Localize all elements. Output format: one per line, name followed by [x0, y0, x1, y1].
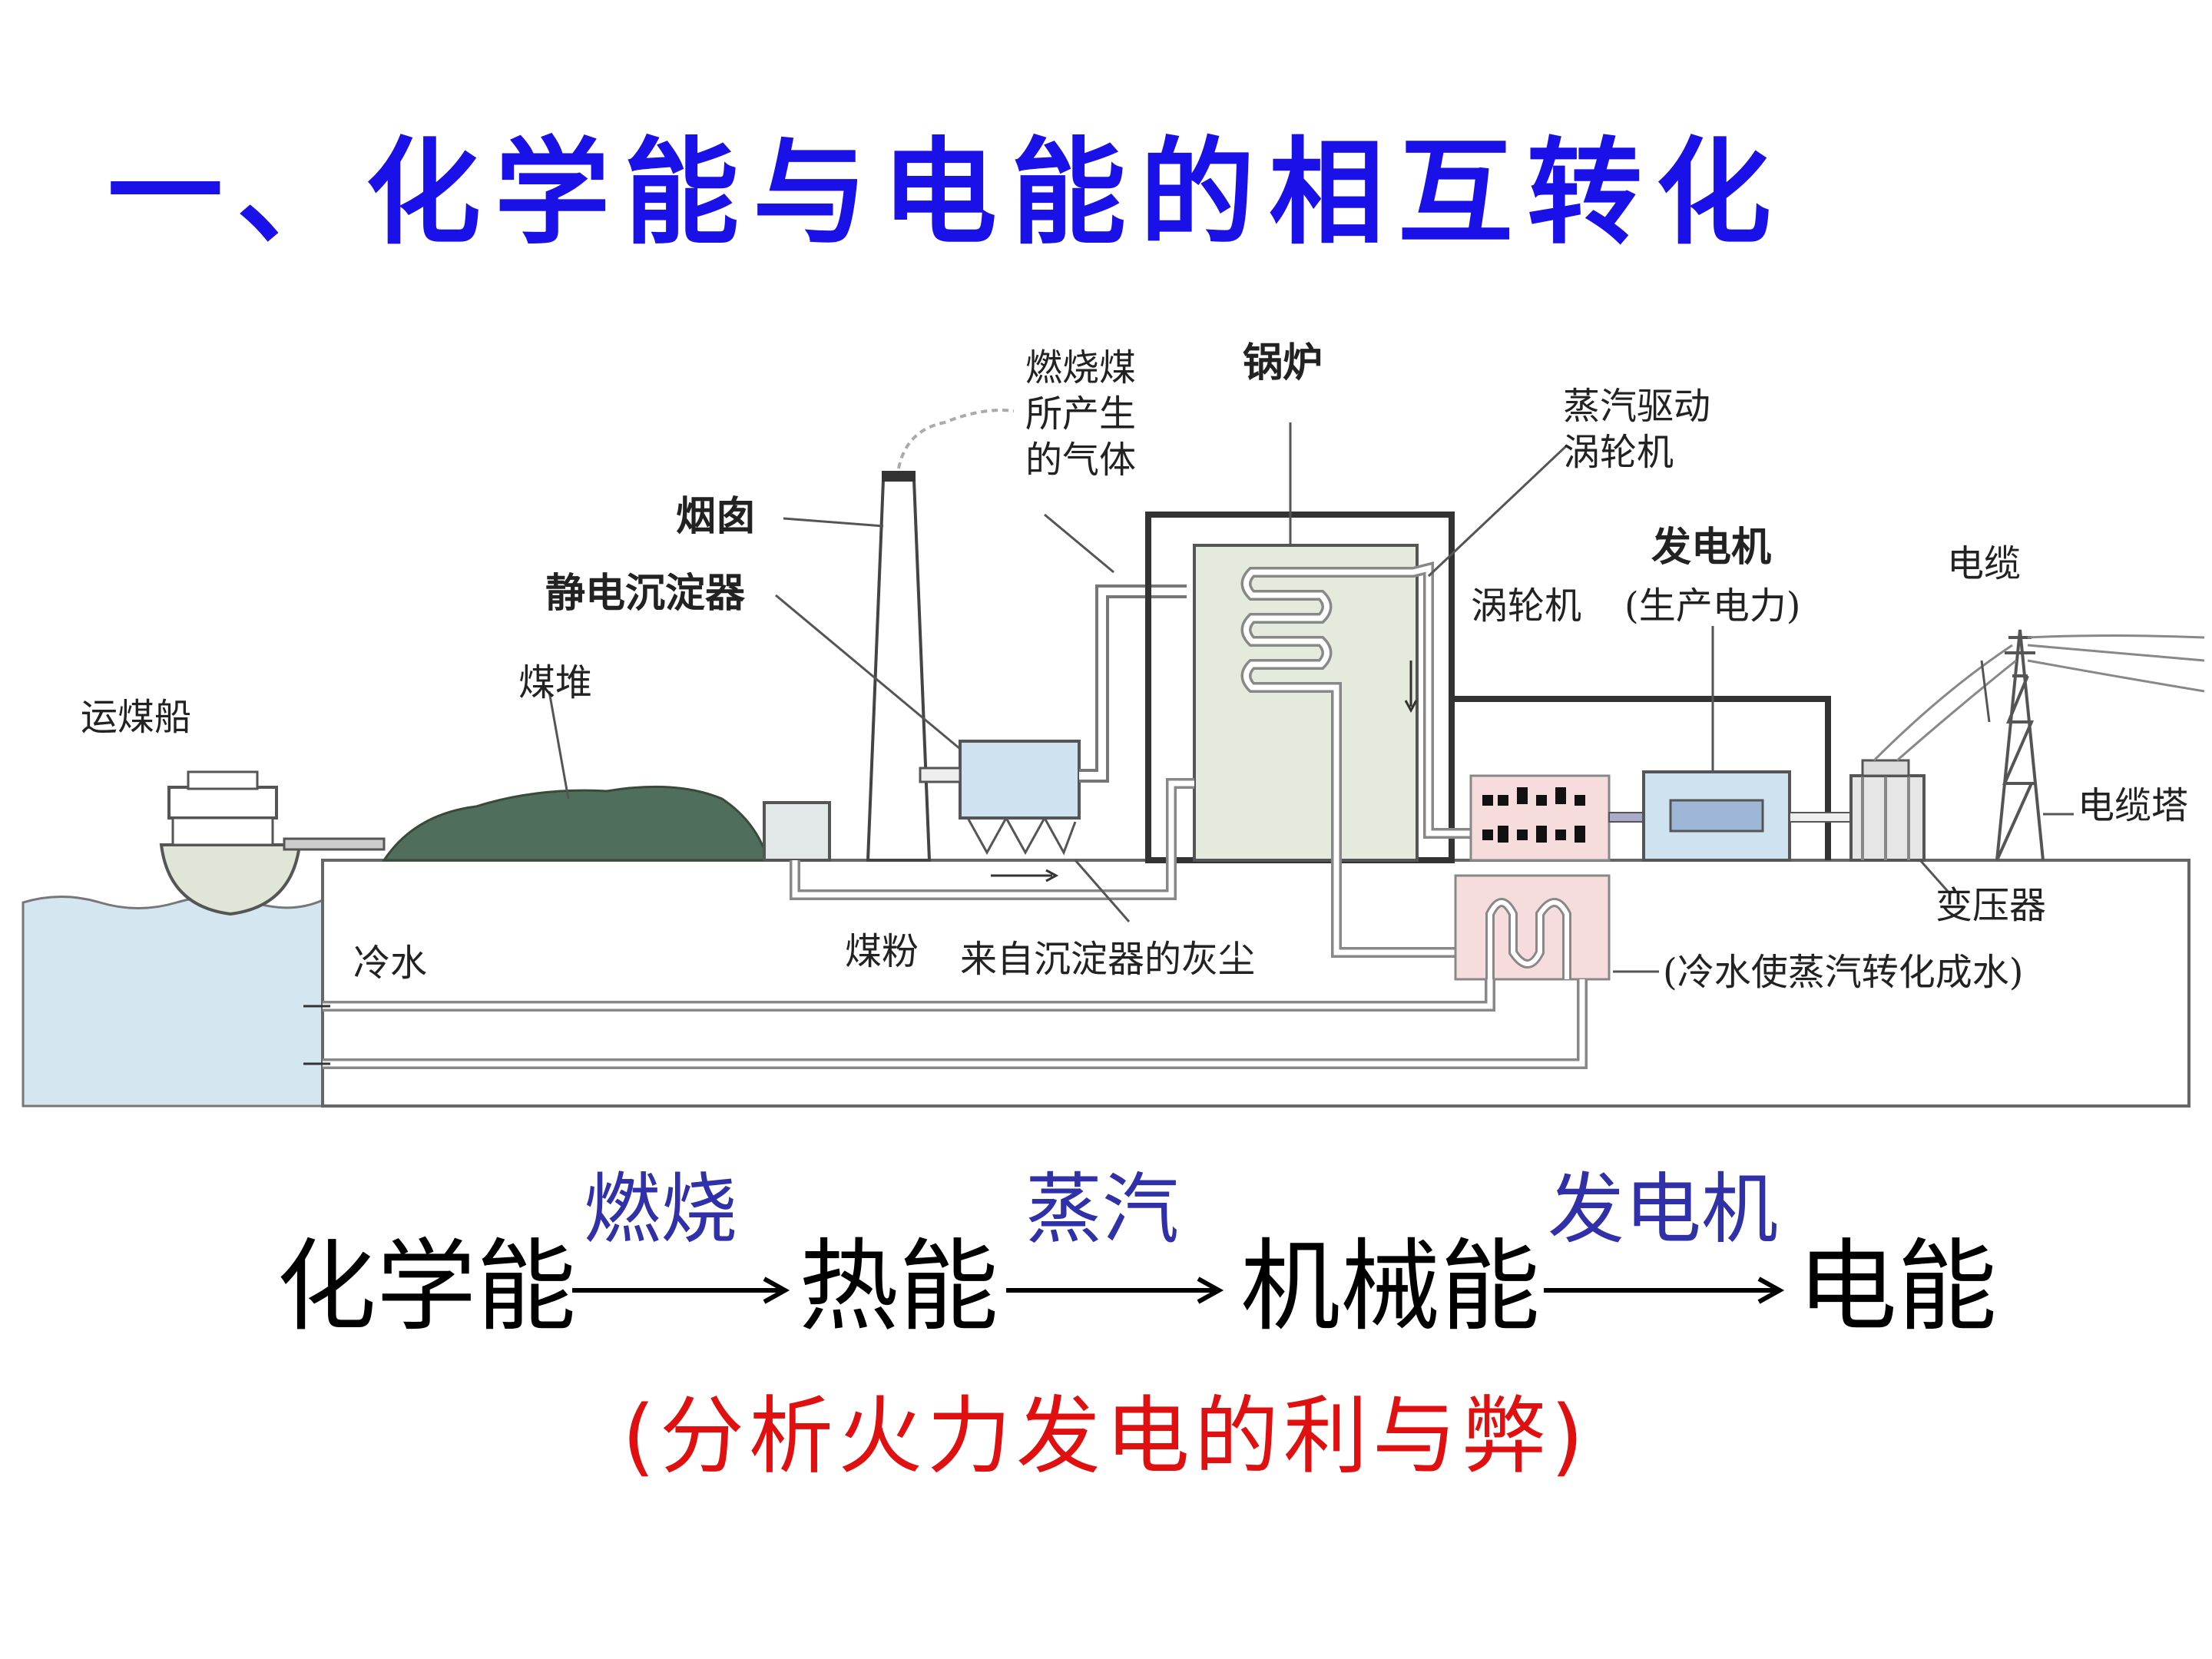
coal-ship	[159, 770, 386, 916]
label-cold-water: 冷水	[353, 942, 427, 985]
process-generator: 发电机	[1548, 1164, 1778, 1254]
precipitator-unit	[959, 740, 1081, 820]
page-title: 一、化学能与电能的相互转化	[108, 127, 1786, 260]
coal-hopper	[763, 801, 831, 862]
stage-chemical-energy: 化学能	[276, 1228, 577, 1345]
arrow-2	[1006, 1277, 1224, 1304]
arrow-1	[572, 1277, 790, 1304]
label-ship: 运煤船	[81, 696, 191, 739]
label-precipitator: 静电沉淀器	[545, 570, 746, 617]
label-boiler: 锅炉	[1243, 339, 1323, 386]
label-chimney: 烟囱	[676, 493, 756, 540]
label-generator: 发电机	[1651, 524, 1771, 571]
turbine	[1469, 774, 1611, 862]
stage-electrical-energy: 电能	[1797, 1228, 1998, 1345]
cable-tower	[1995, 629, 2045, 861]
label-coal-pile: 煤堆	[518, 661, 592, 704]
chimney	[866, 478, 932, 862]
label-gas-2: 所产生	[1025, 392, 1136, 435]
process-burning: 燃烧	[584, 1164, 737, 1254]
label-coal-powder: 煤粉	[845, 930, 919, 973]
arrow-3	[1544, 1277, 1785, 1304]
label-steam-2: 涡轮机	[1563, 431, 1674, 474]
label-gas-3: 的气体	[1025, 439, 1136, 482]
label-cable-tower: 电缆塔	[2078, 784, 2188, 827]
label-transformer: 变压器	[1936, 884, 2046, 927]
label-gas-1: 燃烧煤	[1025, 346, 1136, 389]
conversion-arrows	[572, 1277, 1785, 1304]
label-generator-note: (生产电力)	[1624, 584, 1800, 628]
process-steam: 蒸汽	[1025, 1164, 1179, 1254]
stage-mechanical-energy: 机械能	[1240, 1228, 1541, 1345]
analysis-note: (分析火力发电的利与弊)	[622, 1387, 1588, 1485]
power-plant-diagram: 运煤船 煤堆 烟囱 静电沉淀器 燃烧煤 所产生 的气体 锅炉 蒸汽驱动 涡轮机 …	[22, 339, 2205, 1108]
label-steam-1: 蒸汽驱动	[1563, 385, 1710, 428]
coal-pile	[382, 785, 770, 862]
label-ash: 来自沉淀器的灰尘	[960, 938, 1255, 981]
label-condenser: (冷水使蒸汽转化成水)	[1663, 951, 2023, 994]
label-turbine: 涡轮机	[1471, 584, 1581, 628]
stage-thermal-energy: 热能	[799, 1228, 999, 1345]
smoke	[897, 409, 1015, 469]
water-body	[22, 896, 324, 1108]
label-cable: 电缆	[1947, 542, 2021, 585]
